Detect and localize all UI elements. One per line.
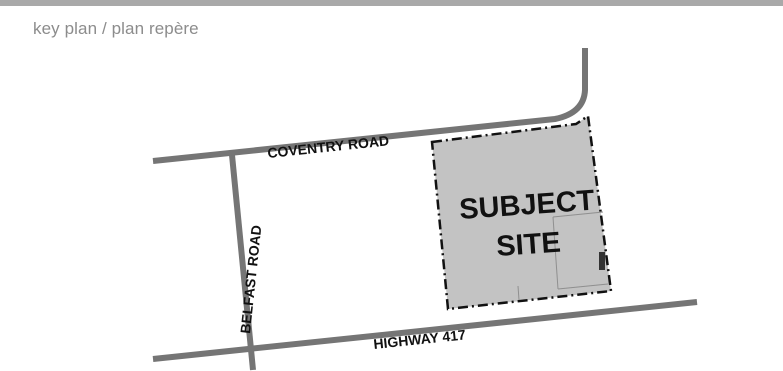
top-rule [0,0,783,6]
key-plan-heading: key plan / plan repère [33,19,199,38]
coventry-road [152,48,588,164]
belfast-road [229,154,256,371]
highway-417-label: HIGHWAY 417 [373,326,467,352]
parcel-line [552,211,604,218]
subject-site-parcel [430,113,613,311]
parcel-line [557,283,609,290]
highway-417 [152,299,698,362]
building-marker [599,252,605,270]
parcel-line [517,285,520,301]
coventry-road-label: COVENTRY ROAD [267,132,390,161]
parcel-line [552,216,559,290]
subject-site-label-line2: SITE [495,227,562,263]
